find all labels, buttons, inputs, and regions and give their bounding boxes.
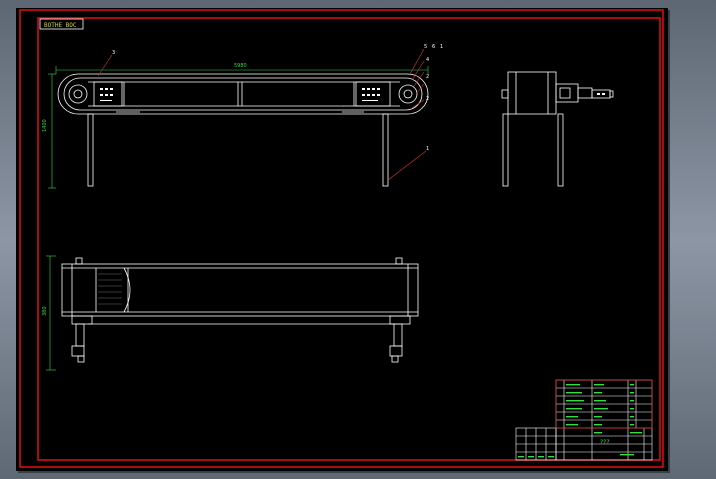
callout-7: 2 (426, 96, 429, 102)
inner-frame (37, 17, 661, 461)
title-block-parts-frame (555, 379, 653, 429)
front-dimensions (48, 66, 429, 189)
control-panel-left (100, 88, 113, 101)
callout-4: 1 (440, 44, 443, 50)
callout-3: 6 (432, 44, 435, 50)
title-tag-text: BOTHE BOC (44, 22, 77, 29)
control-panel-right (362, 88, 380, 101)
callout-6: 2 (426, 74, 429, 80)
dim-width-label: 380 (42, 306, 48, 316)
drawing-name: ??? (600, 439, 610, 446)
callout-1: 3 (112, 50, 115, 56)
side-view-marks (597, 93, 605, 95)
callout-8: 1 (426, 146, 429, 152)
dim-length-label: 5980 (234, 63, 247, 69)
plan-drum-hatch (98, 273, 122, 305)
front-elevation (57, 73, 429, 187)
dim-height-label: 1400 (42, 119, 48, 132)
title-block-rows (518, 384, 642, 458)
callout-numbers: 3 5 6 1 4 2 2 1 (112, 44, 443, 152)
drawing-sheet: BOTHE BOC (16, 8, 668, 471)
cad-drawing: BOTHE BOC (19, 9, 664, 468)
outer-frame (19, 9, 664, 468)
title-tag: BOTHE BOC (39, 18, 84, 30)
callout-5: 4 (426, 57, 429, 63)
callout-2: 5 (424, 44, 427, 50)
side-view (501, 71, 614, 187)
plan-dimension (46, 255, 56, 371)
leader-lines (97, 48, 427, 181)
plan-view (61, 257, 419, 363)
